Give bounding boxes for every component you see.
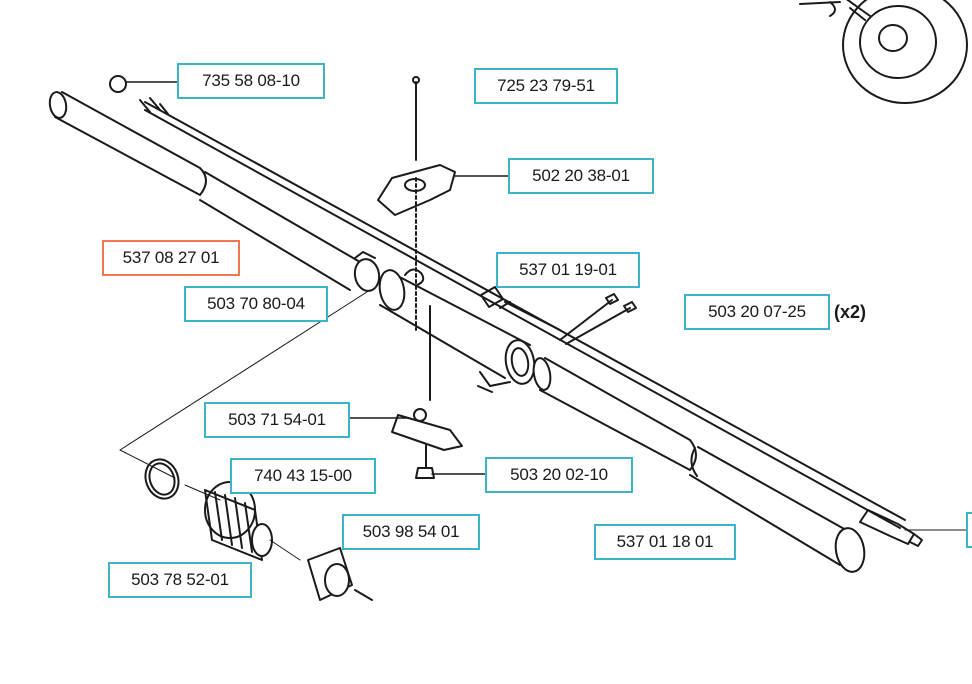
part-label-735-58-08-10[interactable]: 735 58 08-10 [177,63,325,99]
part-label-740-43-15-00[interactable]: 740 43 15-00 [230,458,376,494]
bracket-plate-icon [391,408,463,479]
part-label-537-08-27-01[interactable]: 537 08 27 01 [102,240,240,276]
shaft-tube-lower [532,357,866,573]
part-label-537-01-18-01[interactable]: 537 01 18 01 [594,524,736,560]
part-label-502-20-38-01[interactable]: 502 20 38-01 [508,158,654,194]
part-label-503-71-54-01[interactable]: 503 71 54-01 [204,402,350,438]
clutch-drum-icon [799,0,968,104]
part-label-503-70-80-04[interactable]: 503 70 80-04 [184,286,328,322]
part-label-503-20-07-25[interactable]: 503 20 07-25 [684,294,830,330]
screws-icon [499,293,637,345]
part-label-537-01-19-01[interactable]: 537 01 19-01 [496,252,640,288]
shaft-clamp-icon [378,268,536,401]
part-label-offscreen[interactable] [966,512,972,548]
bushing-icon [307,547,373,601]
drive-shaft-icon [139,97,923,547]
part-label-503-78-52-01[interactable]: 503 78 52-01 [108,562,252,598]
part-label-503-20-02-10[interactable]: 503 20 02-10 [485,457,633,493]
shaft-tube-upper [48,91,381,292]
part-label-725-23-79-51[interactable]: 725 23 79-51 [474,68,618,104]
quantity-badge: (x2) [834,302,867,322]
handle-bracket-icon [377,76,456,331]
part-label-503-98-54-01[interactable]: 503 98 54 01 [342,514,480,550]
o-ring-icon [144,458,180,500]
